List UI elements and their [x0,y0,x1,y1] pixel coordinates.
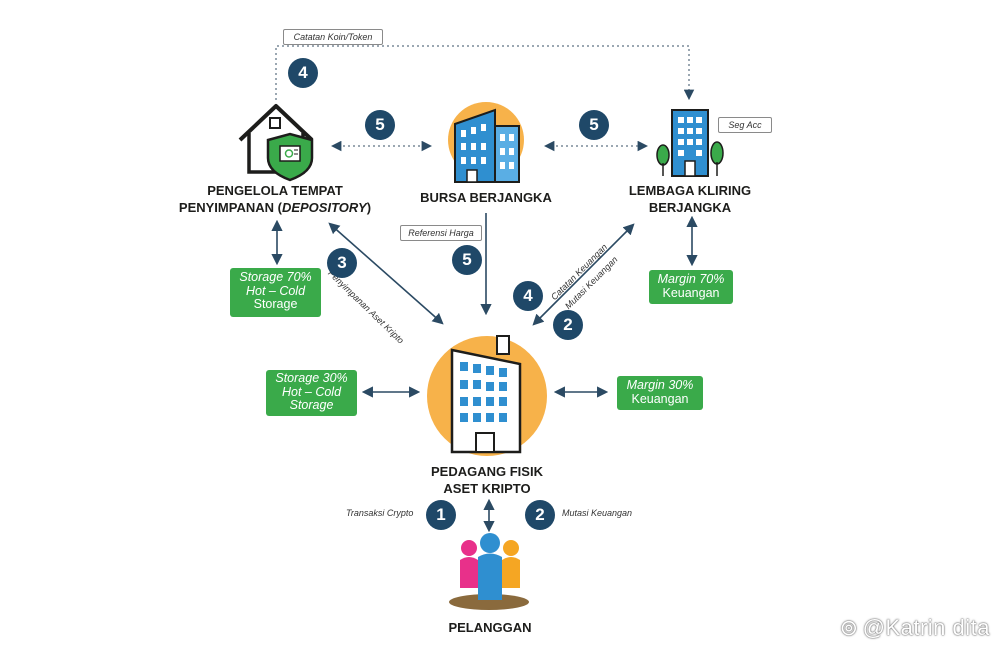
customer-label: PELANGGAN [420,619,560,636]
step-4-badge-mid: 4 [513,281,543,311]
storage-70-box: Storage 70% Hot – Cold Storage [230,268,321,317]
depository-label: PENGELOLA TEMPAT PENYIMPANAN (DEPOSITORY… [160,182,390,216]
margin-30-line1: Margin 30% [626,378,694,392]
exchange-building-icon [448,102,524,183]
customers-people-icon [449,533,529,610]
depository-label-line2: PENYIMPANAN ( [178,200,282,215]
margin-30-line2: Keuangan [631,391,689,406]
finance-mutation-bottom-label: Mutasi Keuangan [562,508,633,518]
step-5-badge-mid: 5 [452,245,482,275]
depository-label-close: ) [366,200,372,215]
step-2-badge-mid: 2 [553,310,583,340]
clearing-building-icon [656,109,724,177]
exchange-label-text: BURSA BERJANGKA [420,190,552,205]
storage-70-line3: Storage [253,297,298,311]
margin-70-box: Margin 70% Keuangan [649,270,733,304]
depository-italic: DEPOSITORY [281,200,367,215]
step-1-badge: 1 [426,500,456,530]
trader-label-line1: PEDAGANG FISIK [431,464,543,479]
depository-label-line1: PENGELOLA TEMPAT [207,183,343,198]
step-5-badge-left: 5 [365,110,395,140]
clearing-label: LEMBAGA KLIRING BERJANGKA [600,182,780,216]
step-3-badge: 3 [327,248,357,278]
step-2-badge-bottom: 2 [525,500,555,530]
house-shield-icon [238,104,314,182]
margin-70-line1: Margin 70% [657,272,725,286]
storage-30-line2: Hot – Cold [281,384,342,399]
seg-acc-tag: Seg Acc [718,117,772,133]
crypto-transaction-label: Transaksi Crypto [346,508,414,518]
watermark-text: @Katrin dita [862,615,990,640]
clearing-label-line2: BERJANGKA [648,200,732,215]
trader-label-line2: ASET KRIPTO [443,481,531,496]
margin-30-box: Margin 30% Keuangan [617,376,703,410]
clearing-trader-arrow [532,223,635,326]
exchange-label: BURSA BERJANGKA [400,189,572,206]
storage-30-line3: Storage [289,398,334,412]
storage-70-line2: Hot – Cold [245,283,306,298]
storage-30-box: Storage 30% Hot – Cold Storage [266,370,357,416]
storage-30-line1: Storage 30% [275,371,348,385]
weibo-icon: ⊚ [839,615,859,640]
customer-label-text: PELANGGAN [448,620,532,635]
step-4-badge-top: 4 [288,58,318,88]
coin-record-note: Catatan Koin/Token [283,29,383,45]
price-reference-note: Referensi Harga [400,225,482,241]
watermark: ⊚@Katrin dita [840,615,990,641]
margin-70-line2: Keuangan [662,285,720,300]
coin-record-connector [275,45,695,101]
trader-building-icon [427,335,547,456]
depository-trader-arrow [328,222,444,325]
clearing-label-line1: LEMBAGA KLIRING [628,183,752,198]
trader-label: PEDAGANG FISIK ASET KRIPTO [400,463,574,497]
step-5-badge-right: 5 [579,110,609,140]
storage-70-line1: Storage 70% [239,270,312,284]
